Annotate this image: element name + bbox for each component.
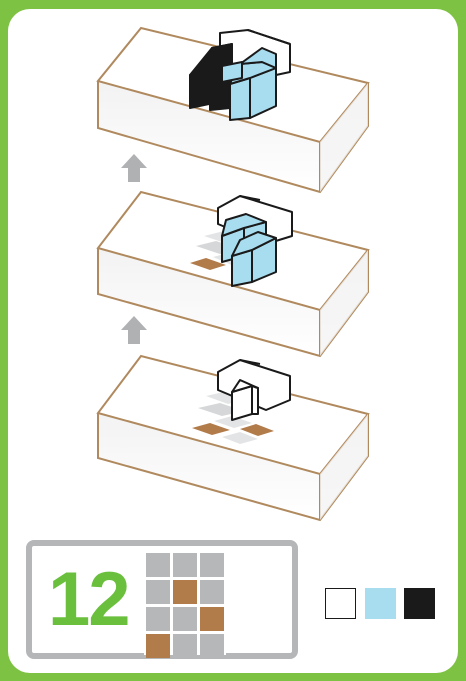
- grid-cell-gray: [146, 553, 170, 577]
- grid-cell-gray: [200, 580, 224, 604]
- white-block-swatch: [325, 588, 356, 619]
- grid-cell-gray: [173, 607, 197, 631]
- black-block-swatch: [404, 588, 435, 619]
- step-up-arrow: [121, 316, 147, 344]
- grid-cell-gray: [200, 634, 224, 658]
- level-number: 12: [48, 562, 129, 638]
- grid-cell-gray: [146, 580, 170, 604]
- grid-cell-brown: [146, 634, 170, 658]
- grid-cell-gray: [146, 607, 170, 631]
- grid-cell-brown: [173, 580, 197, 604]
- grid-cell-gray: [200, 553, 224, 577]
- puzzle-grid: [144, 551, 226, 655]
- grid-cell-gray: [173, 634, 197, 658]
- puzzle-info-box: 12: [26, 540, 298, 659]
- instruction-steps: [0, 0, 466, 540]
- grid-cell-brown: [200, 607, 224, 631]
- grid-cell-gray: [173, 553, 197, 577]
- blue-block-swatch: [365, 588, 396, 619]
- step-up-arrow: [121, 154, 147, 182]
